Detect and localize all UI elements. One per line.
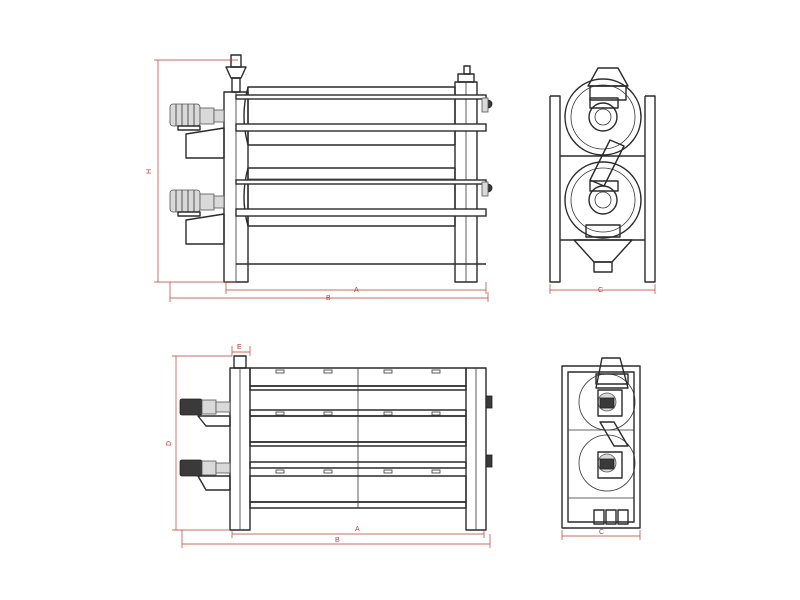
plan-lower-motor	[179, 459, 231, 491]
side-elevation-view: C	[549, 67, 656, 294]
dim-label-h: H	[146, 169, 153, 174]
dim-label-a-plan: A	[355, 526, 360, 533]
dim-label-e: E	[237, 344, 242, 351]
plan-side-view: C	[561, 357, 641, 540]
dim-label-b-plan: B	[335, 537, 340, 544]
dim-label-d: D	[166, 441, 173, 446]
dim-label-b: B	[326, 295, 331, 302]
plan-upper-motor	[179, 398, 231, 427]
dim-label-a: A	[354, 287, 359, 294]
dim-label-c-top: C	[598, 287, 603, 294]
plan-view: E D A B	[166, 344, 493, 548]
front-elevation-view: H A B	[146, 54, 493, 302]
upper-motor	[169, 103, 225, 159]
lower-motor	[169, 189, 225, 245]
dim-label-c-plan: C	[599, 529, 604, 536]
